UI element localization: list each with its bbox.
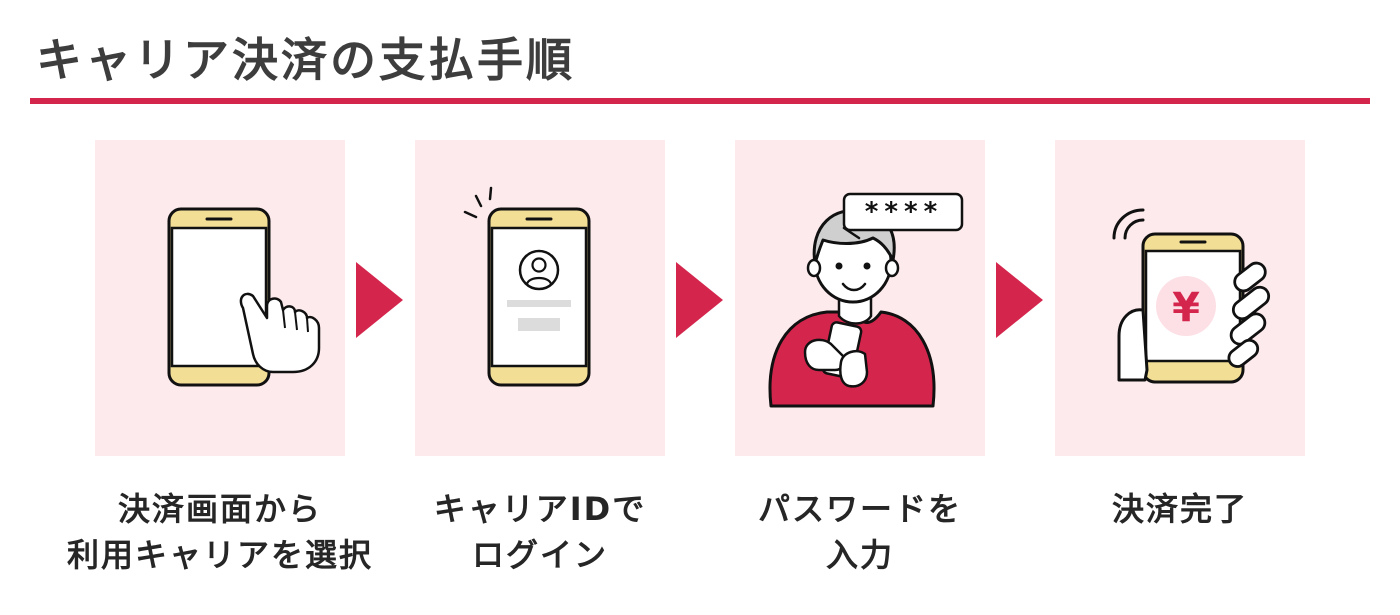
step-arrow-2-icon (676, 262, 723, 338)
password-mask: **** (864, 197, 943, 227)
phone-login-icon (463, 186, 591, 387)
step-3-caption: パスワードを 入力 (757, 490, 962, 574)
step-3-card: **** (735, 140, 985, 456)
step-2-caption: キャリアIDで ログイン (433, 490, 647, 574)
yen-symbol: ¥ (1172, 285, 1200, 331)
title-underline (30, 98, 1370, 104)
step-2-card (415, 140, 665, 456)
step-1-card (95, 140, 345, 456)
phone-payment-icon: ¥ (1112, 208, 1271, 384)
step-4-card: ¥ (1055, 140, 1305, 456)
person-password-icon: **** (768, 192, 964, 408)
phone-tap-icon (167, 207, 321, 387)
step-arrow-3-icon (996, 262, 1043, 338)
step-arrow-1-icon (356, 262, 403, 338)
step-4-caption: 決済完了 (1111, 490, 1248, 528)
page-title: キャリア決済の支払手順 (36, 33, 575, 87)
step-1-caption: 決済画面から 利用キャリアを選択 (66, 490, 373, 574)
